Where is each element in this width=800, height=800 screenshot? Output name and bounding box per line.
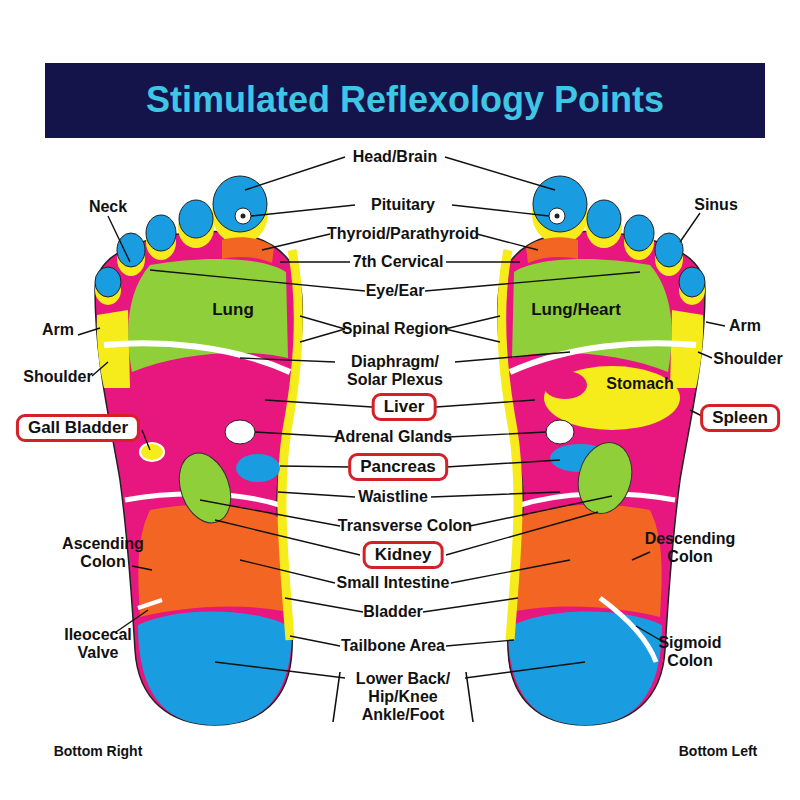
region-label: Ileocecal Valve [57,626,139,662]
region-label: Spinal Region [342,320,449,338]
region-label: Sigmoid Colon [651,634,729,670]
region-label: Shoulder [23,368,92,386]
region-label: Adrenal Glands [334,428,452,446]
region-label: Arm [42,321,74,339]
sigmoid-line [600,598,656,662]
region-label: Descending Colon [639,530,741,566]
organ-box: Gall Bladder [16,414,140,442]
kidney-zone [571,436,640,519]
region-label: Small Intestine [337,574,450,592]
title-banner [45,63,765,138]
gall-bladder-zone [140,443,164,461]
organ-box: Liver [372,393,437,421]
region-label: Pituitary [371,196,435,214]
organ-name: Gall Bladder [28,418,128,438]
region-label: Shoulder [713,350,782,368]
ileocecal-line [138,600,162,608]
organ-box: Kidney [363,541,444,569]
region-label: Neck [89,198,127,216]
organ-box: Pancreas [348,453,448,481]
pituitary-dot [241,214,246,219]
pituitary-point [235,208,251,224]
organ-name: Pancreas [360,457,436,477]
region-label: Transverse Colon [338,517,472,535]
adrenal-zone [546,420,574,444]
region-label: Bladder [363,603,423,621]
region-label: Bottom Left [679,744,758,760]
region-label: Lung/Heart [531,300,621,319]
adrenal-zone [225,420,255,444]
pituitary-dot [555,214,560,219]
region-label: Stomach [606,375,674,393]
region-label: Eye/Ear [366,282,425,300]
region-label: 7th Cervical [353,253,444,271]
kidney-zone [170,446,240,530]
leader-lines [78,157,725,678]
region-label: Lung [212,300,254,319]
organ-name: Spleen [712,408,768,428]
organ-name: Kidney [375,545,432,565]
region-label: Ascending Colon [57,535,149,571]
pancreas-zone [236,454,280,482]
pituitary-point [549,208,565,224]
region-label: Lower Back/ Hip/Knee Ankle/Foot [352,670,454,724]
region-label: Head/Brain [353,148,437,166]
organ-name: Liver [384,397,425,417]
region-label: Tailbone Area [341,637,445,655]
region-label: Waistline [358,488,428,506]
region-label: Sinus [694,196,738,214]
region-label: Diaphragm/ Solar Plexus [334,353,456,389]
organ-box: Spleen [700,404,780,432]
region-label: Arm [729,317,761,335]
region-label: Thyroid/Parathyroid [327,225,479,243]
region-label: Bottom Right [54,744,143,760]
chart-title: Stimulated Reflexology Points [146,79,664,121]
stomach-inner [543,371,587,399]
